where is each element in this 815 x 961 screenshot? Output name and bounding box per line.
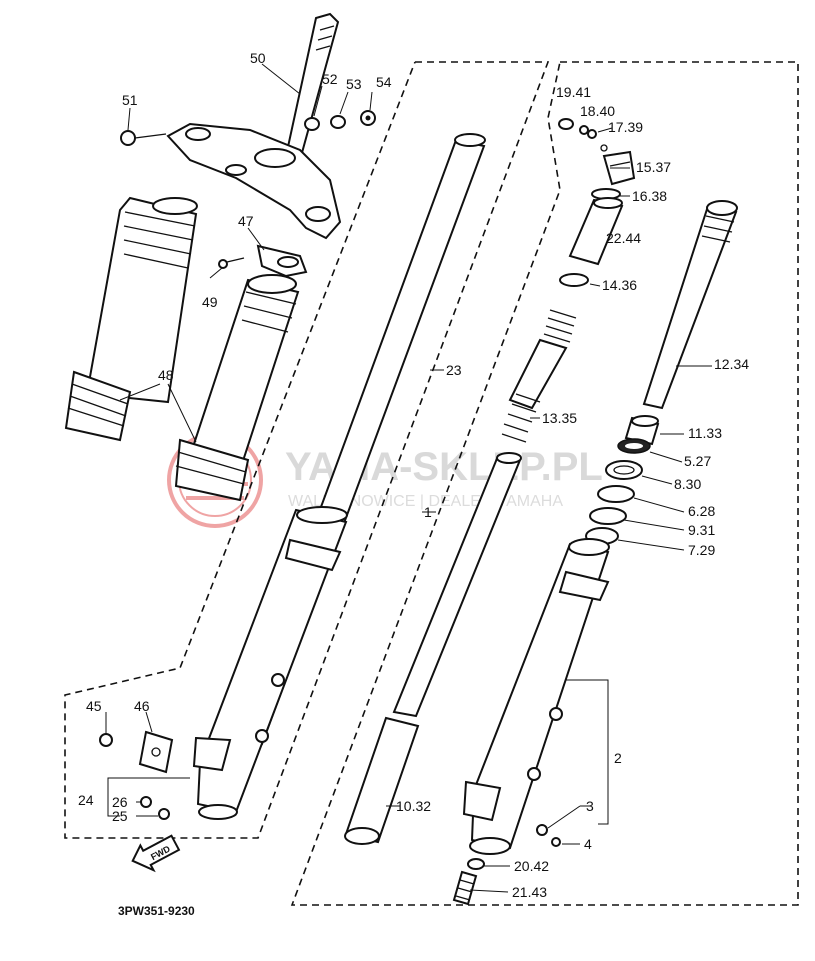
label-53: 53 <box>346 76 362 92</box>
leader-lines <box>105 63 712 893</box>
damper-rod-12-34 <box>642 200 738 410</box>
bush-11-33 <box>624 415 660 446</box>
label-16-38: 16.38 <box>632 188 667 204</box>
seal-5-27 <box>617 438 651 454</box>
boot-clamp-47 <box>256 244 308 278</box>
right-group-outline <box>290 61 799 906</box>
label-54: 54 <box>376 74 392 90</box>
label-22-44: 22.44 <box>606 230 641 246</box>
label-52: 52 <box>322 71 338 87</box>
label-6-28: 6.28 <box>688 503 715 519</box>
label-3: 3 <box>586 798 594 814</box>
label-8-30: 8.30 <box>674 476 701 492</box>
washer-6-28 <box>597 485 635 503</box>
label-48: 48 <box>158 367 174 383</box>
outer-tube-left <box>192 506 348 820</box>
label-47: 47 <box>238 213 254 229</box>
left-group-outline <box>64 61 550 839</box>
slide-10-32 <box>344 716 420 845</box>
label-11-33: 11.33 <box>688 425 722 441</box>
label-7-29: 7.29 <box>688 542 715 558</box>
fork-spring-13-35 <box>501 309 577 443</box>
label-13-35: 13.35 <box>542 410 577 426</box>
spacer-22-44 <box>568 197 624 266</box>
washer-18-40 <box>579 125 597 139</box>
label-15-37: 15.37 <box>636 159 671 175</box>
diagram-code: 3PW351-9230 <box>118 904 195 918</box>
steering-stem-assembly <box>120 12 376 240</box>
label-18-40: 18.40 <box>580 103 615 119</box>
label-19-41: 19.41 <box>556 84 591 100</box>
label-10-32: 10.32 <box>396 798 431 814</box>
label-20-42: 20.42 <box>514 858 549 874</box>
label-50: 50 <box>250 50 266 66</box>
label-12-34: 12.34 <box>714 356 749 372</box>
label-14-36: 14.36 <box>602 277 637 293</box>
leader-24-bracket <box>107 777 190 817</box>
label-4: 4 <box>584 836 592 852</box>
drain-bolt-3 <box>536 824 548 836</box>
fork-boot-left <box>64 196 198 442</box>
washer-25 <box>158 808 170 820</box>
circlip-19-41 <box>558 118 574 130</box>
label-26: 26 <box>112 794 128 810</box>
screw-49 <box>218 257 245 269</box>
label-21-43: 21.43 <box>512 884 547 900</box>
bolt-26 <box>140 796 152 808</box>
label-2: 2 <box>614 750 622 766</box>
label-23: 23 <box>446 362 462 378</box>
label-51: 51 <box>122 92 138 108</box>
label-17-39: 17.39 <box>608 119 643 135</box>
oil-seal-8-30 <box>605 460 643 480</box>
nut-45 <box>99 733 113 747</box>
label-1: 1 <box>424 504 432 520</box>
label-5-27: 5.27 <box>684 453 711 469</box>
caliper-bracket-46 <box>138 730 174 774</box>
washer-4 <box>551 837 561 847</box>
fwd-arrow-icon: FWD <box>131 834 181 873</box>
washer-14-36 <box>559 273 589 287</box>
label-25: 25 <box>112 808 128 824</box>
bolt-21-43 <box>452 870 478 906</box>
label-46: 46 <box>134 698 150 714</box>
label-24: 24 <box>78 792 94 808</box>
damper-rod-1 <box>392 452 522 718</box>
oring-17-39 <box>600 144 608 152</box>
label-49: 49 <box>202 294 218 310</box>
outer-tube-right <box>462 538 610 855</box>
fork-boot-right <box>174 274 300 502</box>
clip-9-31 <box>589 507 627 525</box>
washer-20-42 <box>467 858 485 870</box>
label-45: 45 <box>86 698 102 714</box>
label-9-31: 9.31 <box>688 522 715 538</box>
part-labels: 50 51 52 53 54 47 49 48 23 1 10.32 45 46… <box>78 50 749 900</box>
